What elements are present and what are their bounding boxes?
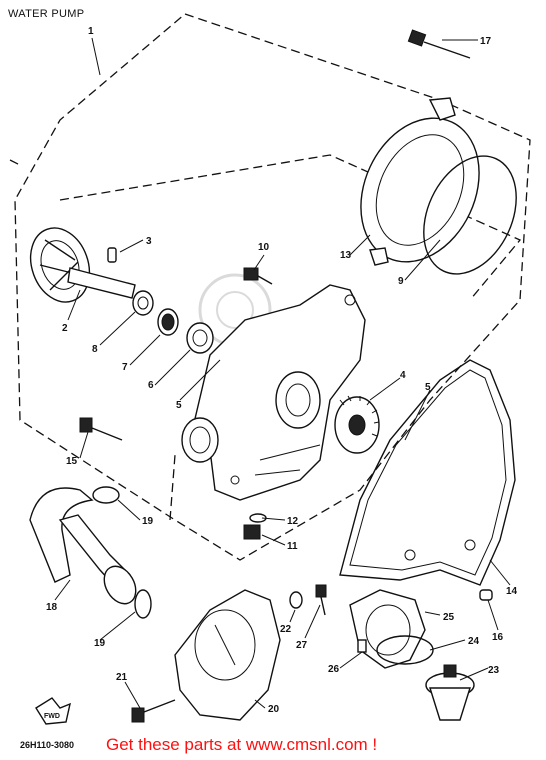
- bearing: [186, 322, 214, 354]
- callout-16: 16: [492, 632, 504, 643]
- plug: [289, 591, 303, 609]
- thermostat-housing: [174, 589, 281, 721]
- cover-bolt: [407, 29, 471, 59]
- thermostat: [425, 664, 475, 721]
- coolant-pipe: [29, 487, 137, 605]
- callout-15: 15: [66, 456, 78, 467]
- callout-27: 27: [296, 640, 308, 651]
- callout-19b: 19: [94, 638, 106, 649]
- pump-cover: [360, 97, 480, 266]
- thermostat-cover: [349, 589, 426, 669]
- callout-26: 26: [328, 664, 340, 675]
- callout-21: 21: [116, 672, 128, 683]
- drain-bolt: [243, 513, 267, 540]
- thermostat-o-ring: [376, 635, 434, 665]
- callout-10: 10: [258, 242, 270, 253]
- callout-24: 24: [468, 636, 480, 647]
- forward-arrow: FWD: [35, 697, 71, 725]
- pump-housing: [181, 284, 366, 501]
- promo-link[interactable]: Get these parts at www.cmsnl.com !: [106, 735, 378, 754]
- dashed-group-outline: [9, 13, 531, 561]
- drive-gear: [334, 395, 380, 454]
- callout-23: 23: [488, 665, 500, 676]
- callout-9: 9: [398, 276, 404, 287]
- cap-nut: [479, 589, 493, 601]
- callout-5b: 5: [176, 400, 182, 411]
- callout-6: 6: [148, 380, 154, 391]
- arrow-label: FWD: [44, 713, 60, 720]
- callout-19a: 19: [142, 516, 154, 527]
- callout-2: 2: [62, 323, 68, 334]
- callout-25: 25: [443, 612, 455, 623]
- callout-13: 13: [340, 250, 352, 261]
- housing-bolt-lower: [131, 699, 176, 723]
- callout-7: 7: [122, 362, 128, 373]
- callout-11: 11: [287, 541, 298, 552]
- callout-4: 4: [400, 370, 406, 381]
- callout-1: 1: [88, 26, 94, 37]
- clip: [107, 247, 117, 263]
- o-ring-large: [423, 155, 517, 275]
- callout-8: 8: [92, 344, 98, 355]
- callout-18: 18: [46, 602, 58, 613]
- diagram-title: WATER PUMP: [8, 8, 85, 20]
- impeller: [29, 227, 136, 303]
- oil-seal: [132, 290, 154, 316]
- callout-22: 22: [280, 624, 292, 635]
- callout-12: 12: [287, 516, 299, 527]
- o-ring-small: [92, 486, 152, 619]
- leader-lines: [54, 37, 511, 709]
- callout-labels: 1 2 3 4 5 5 6 7 8 9 10 11 12 13 14 15 16…: [46, 26, 518, 715]
- callout-14: 14: [506, 586, 518, 597]
- diagram-code: 26H110-3080: [20, 740, 75, 750]
- housing-bolt: [243, 267, 273, 285]
- callout-17: 17: [480, 36, 492, 47]
- hose-bolt: [79, 417, 123, 441]
- cover-screw: [357, 639, 367, 653]
- callout-5a: 5: [425, 382, 431, 393]
- callout-20: 20: [268, 704, 280, 715]
- seal-ring: [157, 308, 179, 336]
- bleed-bolt: [315, 584, 327, 616]
- callout-3: 3: [146, 236, 152, 247]
- gasket: [339, 359, 516, 586]
